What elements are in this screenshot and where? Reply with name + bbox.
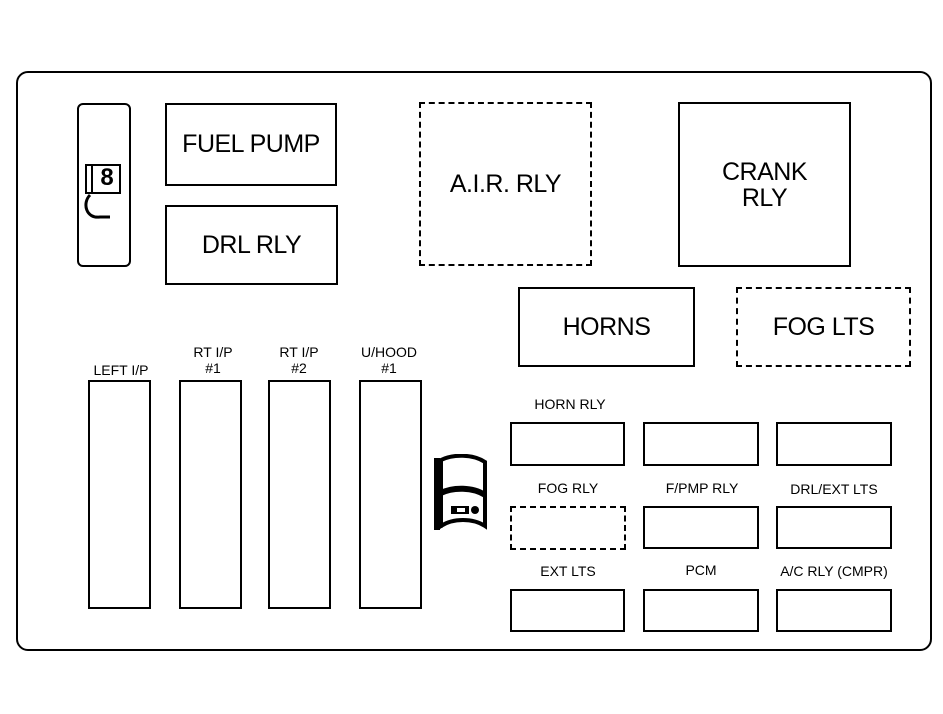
- fuel-pump-relay: FUEL PUMP: [165, 103, 337, 186]
- mini-relay-slot-ac-rly: [776, 589, 892, 632]
- fuse-puller-digit: 8: [100, 164, 114, 191]
- mini-relay-label-fog-rly: FOG RLY: [537, 480, 599, 496]
- mini-relay-label-horn-rly: HORN RLY: [534, 396, 606, 412]
- fog-lights-relay: FOG LTS: [736, 287, 911, 367]
- maxi-fuse-slot-left-ip: [88, 380, 151, 609]
- air-relay-label: A.I.R. RLY: [449, 169, 562, 198]
- air-relay: A.I.R. RLY: [419, 102, 592, 266]
- mini-relay-label-ext-lts: EXT LTS: [540, 563, 596, 579]
- drl-relay: DRL RLY: [165, 205, 338, 285]
- maxi-fuse-label-left-ip: LEFT I/P: [80, 363, 162, 377]
- mini-relay-label-fpmp-rly: F/PMP RLY: [665, 480, 739, 496]
- fog-lights-label: FOG LTS: [772, 312, 875, 341]
- maxi-fuse-label-line: #1: [381, 360, 397, 376]
- mini-relay-slot-horn-rly: [510, 422, 625, 466]
- horns-label: HORNS: [562, 312, 651, 341]
- mini-relay-slot-pcm: [643, 589, 759, 632]
- fuel-pump-label: FUEL PUMP: [182, 130, 320, 158]
- underhood-fuse-relay-panel: [16, 71, 932, 651]
- mini-relay-slot-drl-ext-lts: [776, 506, 892, 549]
- mini-relay-label-pcm: PCM: [685, 562, 717, 578]
- mini-relay-label-drl-ext-lts: DRL/EXT LTS: [790, 481, 878, 497]
- maxi-fuse-label-line: RT I/P: [279, 344, 319, 360]
- maxi-fuse-label-rt-ip-1: RT I/P #1: [173, 345, 253, 375]
- mini-relay-slot-ext-lts: [510, 589, 625, 632]
- mini-relay-slot-row1-middle: [643, 422, 759, 466]
- maxi-fuse-label-uhood-1: U/HOOD #1: [347, 345, 431, 375]
- maxi-fuse-label-line: #2: [291, 360, 307, 376]
- maxi-fuse-label-line: U/HOOD: [361, 344, 417, 360]
- maxi-fuse-slot-rt-ip-1: [179, 380, 242, 609]
- mini-relay-slot-row1-right: [776, 422, 892, 466]
- mini-relay-slot-fog-rly: [510, 506, 626, 550]
- mini-relay-slot-fpmp-rly: [643, 506, 759, 549]
- maxi-fuse-label-rt-ip-2: RT I/P #2: [259, 345, 339, 375]
- maxi-fuse-slot-rt-ip-2: [268, 380, 331, 609]
- maxi-fuse-label-line: LEFT I/P: [93, 362, 149, 378]
- fuse-puller-icon: [84, 163, 122, 223]
- maxi-fuse-slot-uhood-1: [359, 380, 422, 609]
- owners-manual-icon: [433, 453, 493, 534]
- drl-relay-label: DRL RLY: [201, 230, 302, 259]
- horns-relay: HORNS: [518, 287, 695, 367]
- mini-relay-label-ac-rly: A/C RLY (CMPR): [780, 563, 888, 579]
- crank-relay-label-line1: CRANK: [721, 157, 808, 186]
- crank-relay: CRANK RLY: [678, 102, 851, 267]
- crank-relay-label-line2: RLY: [741, 183, 788, 212]
- maxi-fuse-label-line: RT I/P: [193, 344, 233, 360]
- maxi-fuse-label-line: #1: [205, 360, 221, 376]
